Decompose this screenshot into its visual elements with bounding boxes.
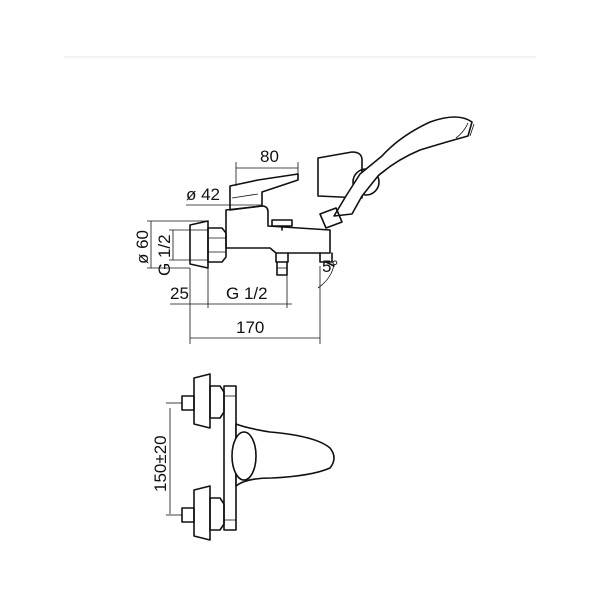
mixer-body-front xyxy=(223,385,237,531)
wall-flange xyxy=(189,220,209,269)
hose-connector xyxy=(275,252,289,263)
lever-handle-front xyxy=(235,423,335,487)
front-view xyxy=(181,373,335,541)
diverter-knob xyxy=(271,219,293,227)
front-view-dimensions: 150±20 xyxy=(151,402,182,516)
upper-inlet-flange xyxy=(193,373,211,429)
dim-centre-distance: 150±20 xyxy=(151,435,170,492)
dim-outlet-thread: G 1/2 xyxy=(226,284,268,303)
dim-overall-length: 170 xyxy=(236,318,264,337)
dim-diameter-flange: ø 60 xyxy=(133,230,152,264)
dim-spout-angle: 5° xyxy=(322,257,338,276)
upper-inlet-nut xyxy=(209,385,225,419)
lower-inlet-flange xyxy=(193,485,211,541)
hand-shower xyxy=(333,116,473,217)
dim-inlet-thread: G 1/2 xyxy=(155,234,174,276)
shower-hose-end xyxy=(319,207,343,229)
side-view-dimensions: 80 ø 42 ø 60 G 1/2 25 G 1/2 5° 170 xyxy=(133,147,338,344)
inlet-nut xyxy=(207,227,227,263)
lower-inlet-stub xyxy=(181,507,195,523)
lower-inlet-nut xyxy=(209,497,225,531)
dim-width-top: 80 xyxy=(260,147,279,166)
upper-inlet-stub xyxy=(181,395,195,411)
side-view xyxy=(189,116,475,276)
lever-handle xyxy=(229,173,299,211)
mixer-body xyxy=(225,205,331,254)
dim-offset: 25 xyxy=(170,284,189,303)
dim-diameter-body: ø 42 xyxy=(186,185,220,204)
